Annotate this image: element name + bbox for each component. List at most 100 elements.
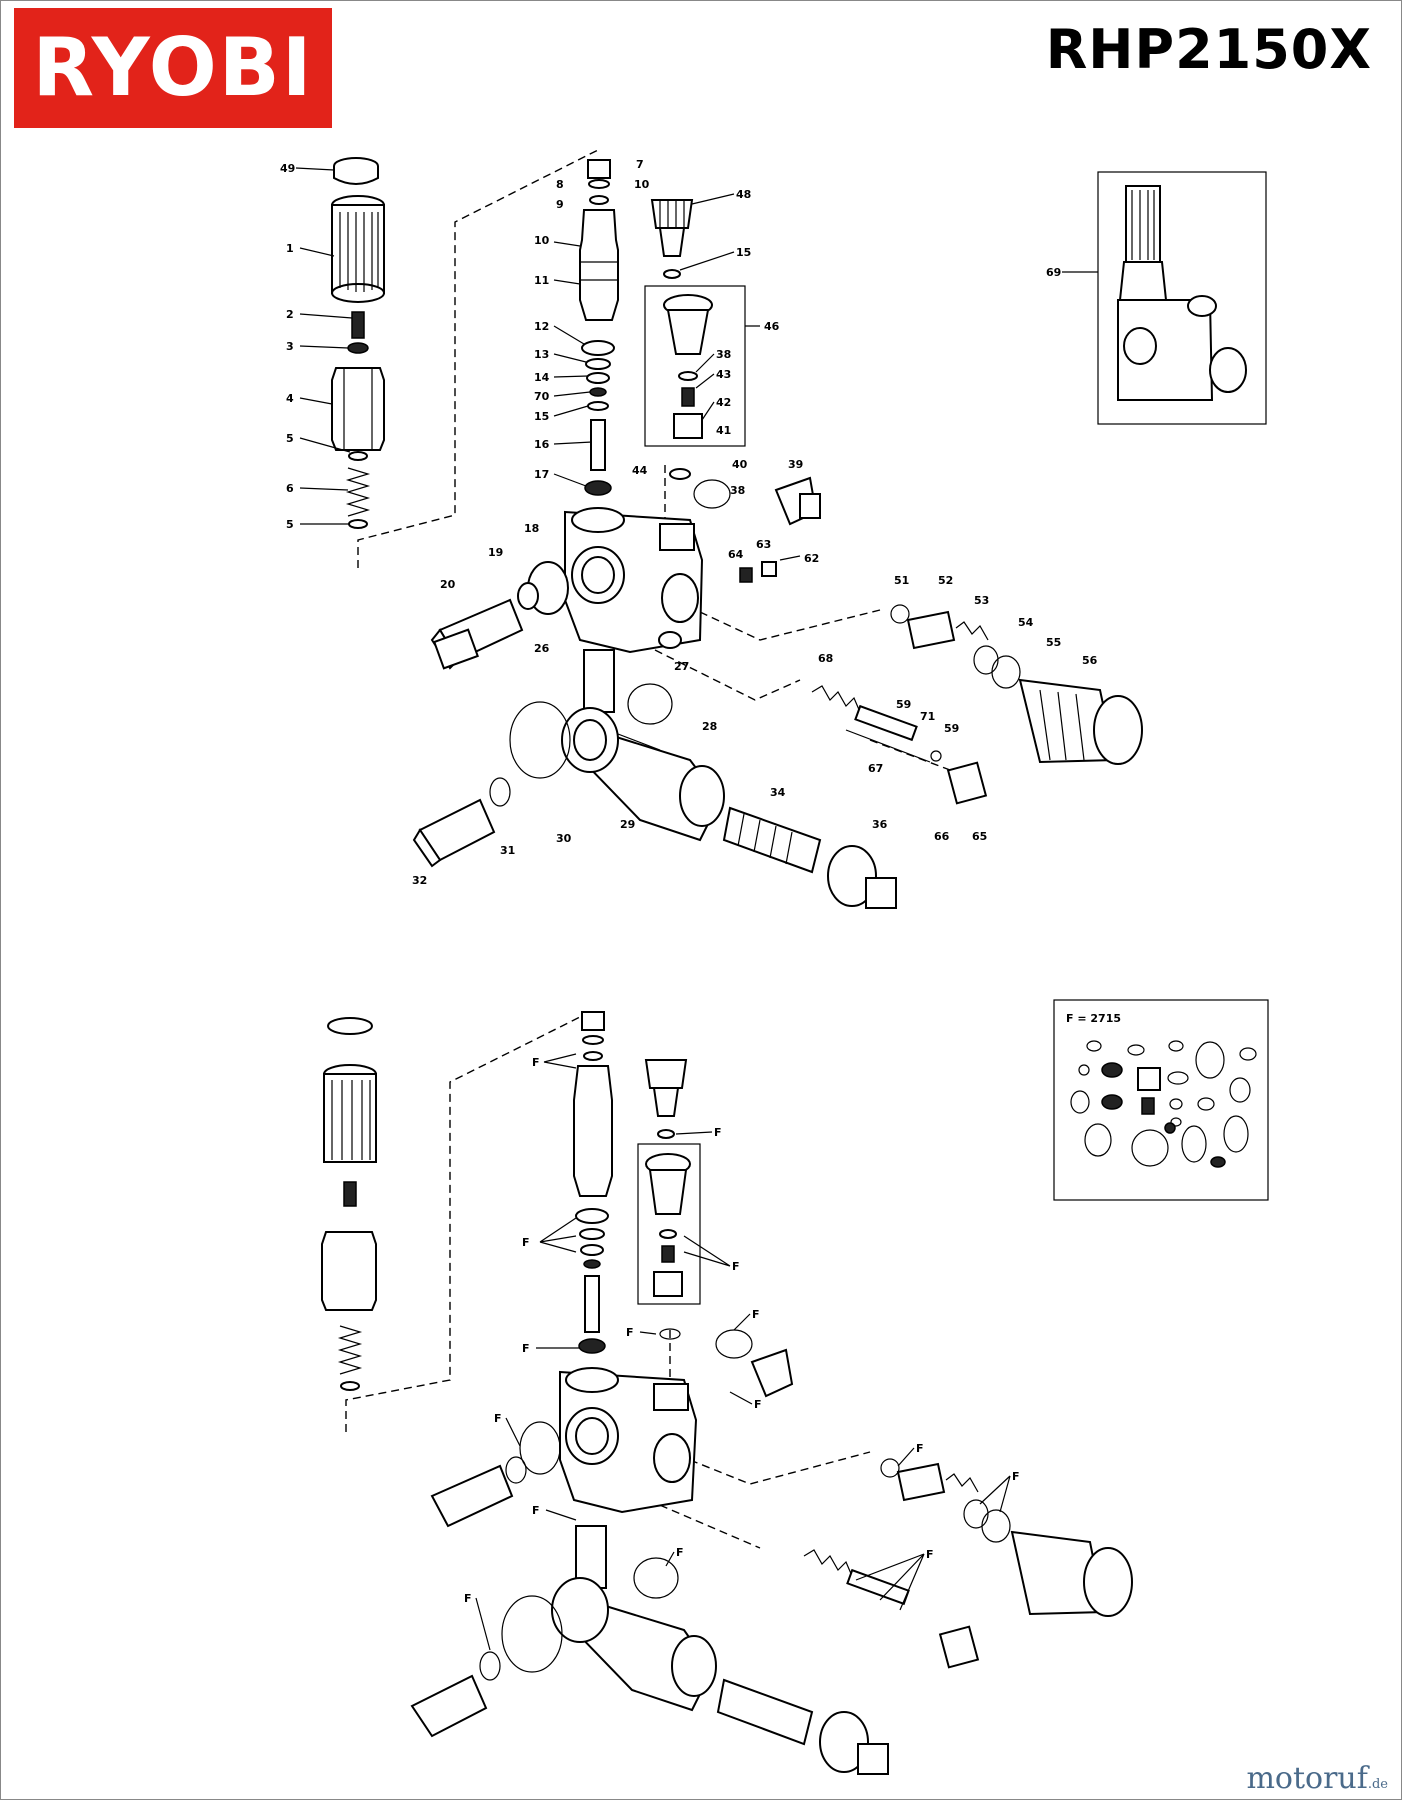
part-label: 62: [804, 552, 819, 565]
washer-part-lower: [348, 519, 368, 529]
part-label: 56: [1082, 654, 1098, 667]
inset-box-46: [644, 285, 746, 447]
part-label: 27: [674, 660, 689, 673]
part-label: 7: [636, 158, 644, 171]
site-watermark: motoruf.de: [1246, 1761, 1388, 1796]
knob-part: [650, 199, 694, 279]
pump-head-part: [564, 507, 704, 654]
inlet-coupling-part: [412, 701, 571, 868]
washer-part: [348, 451, 368, 461]
model-number: RHP2150X: [1045, 18, 1372, 81]
inset-box-69: [1097, 171, 1267, 425]
top-part-labels: 49 1 2 3 4 5 6 5 7 8 10 9 10 11 12 13 14…: [280, 158, 1098, 887]
part-label: 44: [632, 464, 648, 477]
top-exploded-view: 49 1 2 3 4 5 6 5 7 8 10 9 10 11 12 13 14…: [280, 149, 1267, 909]
part-label: 10: [534, 234, 550, 247]
elbow-fitting-part: [774, 476, 821, 526]
part-label: 65: [972, 830, 987, 843]
check-valve-part: [663, 294, 713, 439]
part-label: 4: [286, 392, 294, 405]
part-label: 41: [716, 424, 731, 437]
kit-marker-label: F: [752, 1308, 760, 1321]
seal-kit-box: [1053, 999, 1269, 1201]
part-label: 11: [534, 274, 549, 287]
hose-nipple-part: [819, 1711, 889, 1775]
unloader-assembly-part: [1117, 185, 1247, 401]
filter-cartridge-part: [323, 1064, 377, 1163]
kit-marker-label: F: [676, 1546, 684, 1559]
part-label: 6: [286, 482, 294, 495]
bypass-valve-part: [803, 1549, 980, 1669]
part-label: 18: [524, 522, 539, 535]
elbow-fitting-part: [750, 1348, 794, 1398]
outlet-assembly-part: [880, 1458, 1133, 1617]
part-label: 32: [412, 874, 427, 887]
unloader-cap-part: [333, 157, 379, 185]
part-label: 2: [286, 308, 294, 321]
spring-part: [345, 467, 371, 517]
outlet-assembly-part: [890, 604, 1143, 765]
part-label: 5: [286, 432, 294, 445]
part-label: 15: [534, 410, 549, 423]
hex-body-part: [321, 1231, 377, 1311]
spring-rod-part: [343, 1181, 357, 1207]
part-label: 40: [732, 458, 748, 471]
part-label: 63: [756, 538, 771, 551]
part-label: 71: [920, 710, 935, 723]
part-label: 38: [716, 348, 731, 361]
part-label: 54: [1018, 616, 1034, 629]
kit-marker-label: F: [532, 1504, 540, 1517]
part-label: 5: [286, 518, 294, 531]
part-label: 13: [534, 348, 549, 361]
part-label: 31: [500, 844, 515, 857]
part-label: 9: [556, 198, 564, 211]
spring-rod-part: [351, 311, 365, 339]
valve-stack-part: [573, 1011, 613, 1354]
bypass-valve-part: [811, 685, 988, 805]
inset-box-kit: [637, 1143, 701, 1305]
part-label: 14: [534, 371, 550, 384]
small-fittings-part: [739, 555, 801, 583]
part-label: 28: [702, 720, 717, 733]
kit-marker-label: F: [754, 1398, 762, 1411]
kit-marker-labels: F F F F F F F F F F F F F F F: [464, 1056, 1020, 1605]
kit-marker-label: F: [714, 1126, 722, 1139]
valve-stack-part: [579, 159, 619, 496]
kit-marker-label: F: [494, 1412, 502, 1425]
part-label: 8: [556, 178, 564, 191]
inlet-fitting-part: [430, 1421, 561, 1528]
tee-body-part: [551, 1525, 717, 1712]
knob-part: [644, 1059, 688, 1139]
part-label: 16: [534, 438, 550, 451]
part-label: 66: [934, 830, 950, 843]
o-ring-large-part: [715, 1329, 753, 1359]
o-ring-part: [659, 1328, 681, 1340]
spring-part: [337, 1325, 363, 1375]
seal-kit-label: F = 2715: [1066, 1012, 1121, 1025]
kit-marker-label: F: [532, 1056, 540, 1069]
part-label: 46: [764, 320, 780, 333]
part-label: 20: [440, 578, 456, 591]
tee-body-part: [561, 649, 725, 842]
part-label: 55: [1046, 636, 1061, 649]
brand-logo: RYOBI: [14, 8, 332, 128]
part-label: 52: [938, 574, 953, 587]
bottom-kit-view: F F F F F F F F F F F F F F F F = 2715: [321, 999, 1269, 1775]
o-ring-large-part: [693, 479, 731, 509]
part-label: 53: [974, 594, 989, 607]
kit-marker-label: F: [522, 1342, 530, 1355]
filter-screen-part: [722, 806, 822, 874]
check-valve-part: [645, 1153, 691, 1297]
part-label: 3: [286, 340, 294, 353]
filter-screen-part: [716, 1678, 814, 1746]
nut-part: [347, 342, 369, 354]
o-ring-part: [669, 468, 691, 480]
part-label: 43: [716, 368, 731, 381]
part-label: 10: [634, 178, 650, 191]
part-label: 39: [788, 458, 803, 471]
part-label: 68: [818, 652, 833, 665]
part-label: 59: [896, 698, 911, 711]
part-label: 29: [620, 818, 635, 831]
kit-marker-label: F: [522, 1236, 530, 1249]
